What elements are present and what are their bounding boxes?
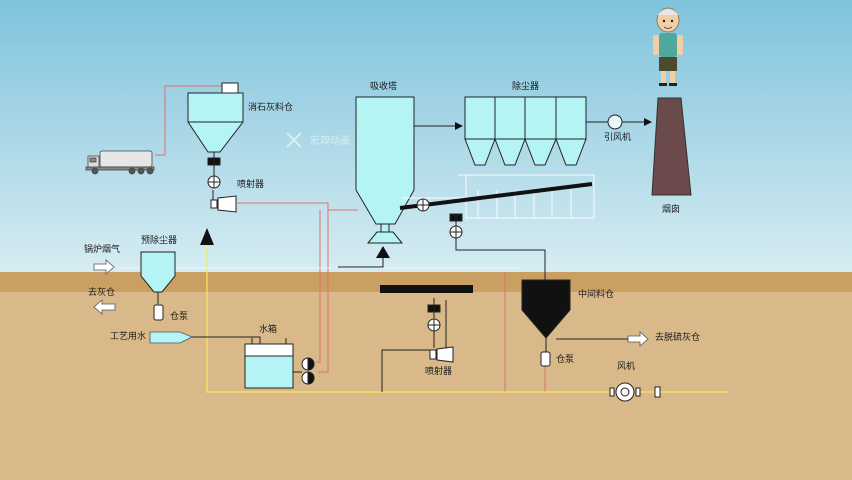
- intermediate-silo-label: 中间料仓: [578, 290, 615, 300]
- induced-fan-symbol: [607, 114, 623, 130]
- lime-silo-label: 消石灰料仓: [248, 103, 294, 113]
- gas-pipelines: [155, 85, 700, 393]
- silo-pump-left-label: 仓泵: [170, 312, 189, 322]
- conveyor-frame: [402, 174, 595, 219]
- sky: [0, 0, 852, 272]
- fan-label: 风机: [617, 362, 636, 372]
- tank-return-line: [316, 210, 321, 363]
- ejector-top-label: 喷射器: [237, 180, 265, 190]
- boiler-flue-gas-label: 锅炉烟气: [84, 245, 121, 255]
- up-arrow-left: [200, 228, 214, 245]
- to-desulf-ash-silo-label: 去脱硫灰仓: [655, 333, 701, 343]
- ejector-bottom-label: 喷射器: [425, 367, 453, 377]
- up-arrow-absorber: [376, 246, 390, 258]
- water-tank-label: 水箱: [259, 325, 278, 335]
- mascot-figure: [653, 7, 683, 86]
- chimney-stack: [651, 97, 692, 196]
- absorber-tower: [355, 96, 415, 244]
- black-pipelines: [212, 118, 652, 392]
- fan-symbol: [609, 382, 661, 402]
- lime-silo: [187, 82, 244, 189]
- absorber-label: 吸收塔: [370, 82, 398, 92]
- watermark-logo-icon: [286, 132, 302, 148]
- rotary-feeder-bottom: [427, 298, 441, 348]
- ejector-feed-line: [381, 300, 447, 392]
- ground-band: [0, 272, 852, 292]
- screw-conveyor: [399, 182, 593, 210]
- silo-pump-right-body: [540, 351, 551, 367]
- pre-dust-collector-label: 预除尘器: [141, 236, 178, 246]
- silo-cap: [221, 82, 239, 94]
- process-water-arrow: [149, 331, 193, 344]
- ash-out-arrow: [93, 299, 116, 315]
- dust-collector-label: 除尘器: [512, 82, 540, 92]
- ejector-to-tank-line: [237, 202, 329, 373]
- tanker-truck: [85, 150, 155, 175]
- silo-pump-right-label: 仓泵: [556, 355, 575, 365]
- to-ash-silo-label: 去灰仓: [88, 288, 116, 298]
- dust-collector: [464, 96, 587, 166]
- silo-pump-left-body: [153, 304, 164, 321]
- ground: [0, 292, 852, 480]
- water-tank: [244, 338, 294, 389]
- air-main-line: [206, 245, 610, 393]
- intermediate-silo: [521, 279, 571, 367]
- truck-to-silo-line: [155, 85, 222, 156]
- pre-dust-collector: [140, 251, 176, 321]
- watermark-text: 宏观动画: [310, 136, 350, 147]
- ejector-bottom: [429, 346, 454, 363]
- conveyor-valve: [416, 198, 430, 212]
- desulf-ash-arrow: [627, 331, 649, 347]
- process-water-label: 工艺用水: [110, 332, 147, 342]
- induced-fan-label: 引风机: [604, 133, 632, 143]
- gas-to-absorber-line: [338, 256, 384, 268]
- dust-to-silo-line: [455, 238, 546, 280]
- tank-pumps: [293, 357, 315, 385]
- flue-gas-inlet-arrow: [93, 259, 115, 275]
- chimney-label: 烟囱: [662, 205, 681, 215]
- ejector-top: [210, 195, 237, 213]
- venturi: [366, 231, 404, 244]
- rotary-feeder-mid: [449, 213, 463, 239]
- underground-conveyor: [380, 285, 473, 293]
